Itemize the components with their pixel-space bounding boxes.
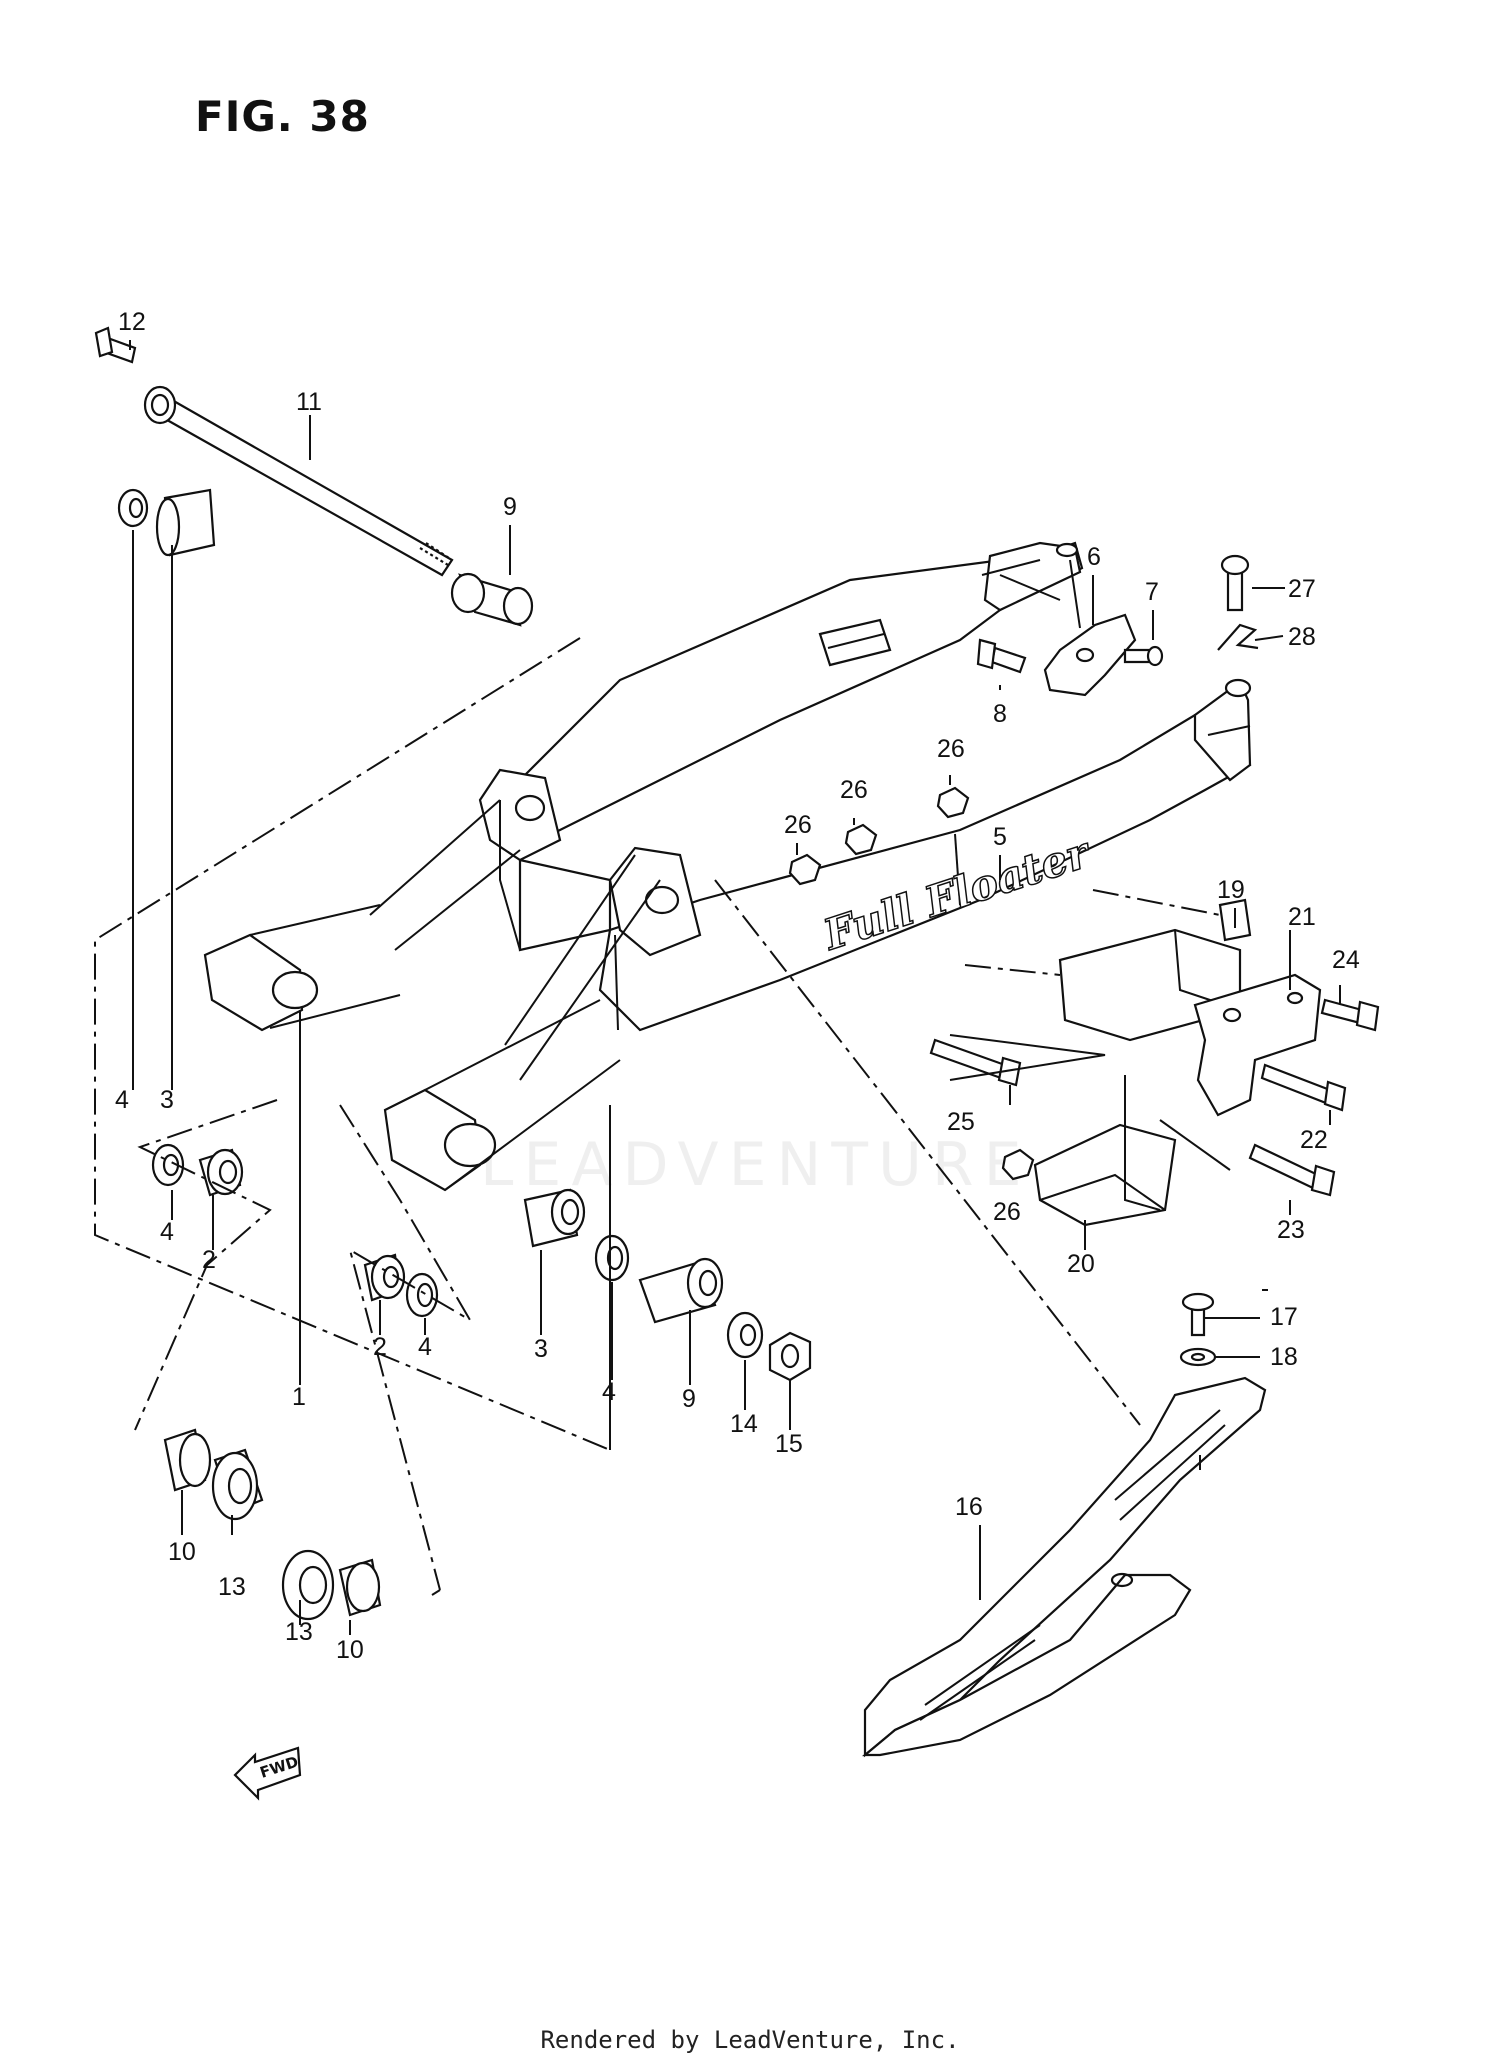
- bearing-3b: [523, 1188, 586, 1248]
- nut-26a: [788, 853, 822, 886]
- footer-credit: Rendered by LeadVenture, Inc.: [540, 2026, 960, 2054]
- callout-20: 20: [1067, 1250, 1095, 1278]
- callout-24: 24: [1332, 946, 1360, 974]
- callout-1: 1: [292, 1383, 306, 1411]
- callout-2b: 2: [373, 1333, 387, 1361]
- seal-13b: [281, 1549, 335, 1621]
- pin-27: [1220, 554, 1250, 612]
- bracket-19: [1058, 898, 1252, 1042]
- spacer-9-upper: [450, 572, 534, 627]
- callout-9-lower: 9: [682, 1385, 696, 1413]
- callout-10b: 10: [336, 1636, 364, 1664]
- plate-21: [1193, 973, 1322, 1117]
- bolt-24: [1320, 998, 1380, 1032]
- callout-13b: 13: [285, 1618, 313, 1646]
- washer-4c: [405, 1272, 439, 1318]
- callout-4a: 4: [115, 1086, 129, 1114]
- callout-7: 7: [1145, 578, 1159, 606]
- nut-15: [768, 1331, 812, 1382]
- callout-3b: 3: [534, 1335, 548, 1363]
- seal-13a: [211, 1448, 264, 1521]
- callout-9-upper: 9: [503, 493, 517, 521]
- bolt-12: [94, 326, 137, 364]
- washer-18: [1179, 1347, 1217, 1367]
- leader-lines: [129, 340, 1341, 1635]
- washer-4d: [594, 1234, 630, 1282]
- nut-26d: [1001, 1148, 1035, 1181]
- callout-15: 15: [775, 1430, 803, 1458]
- collar-10b: [338, 1558, 382, 1617]
- callout-4d: 4: [602, 1378, 616, 1406]
- clip-28: [1217, 623, 1259, 651]
- screw-7: [1123, 645, 1164, 667]
- watermark: LEADVENTURE: [480, 1130, 1032, 1200]
- callout-labels: 12 11 9 6 7 27 28 8 26 26 26 5 19 21 24 …: [115, 308, 1360, 1664]
- callout-2a: 2: [202, 1246, 216, 1274]
- bolt-8: [976, 638, 1027, 674]
- callout-28: 28: [1288, 623, 1316, 651]
- callout-23: 23: [1277, 1216, 1305, 1244]
- callout-22: 22: [1300, 1126, 1328, 1154]
- bearing-3a: [155, 488, 216, 557]
- bolt-23: [1248, 1143, 1336, 1197]
- collar-2a: [198, 1148, 244, 1197]
- callout-26a: 26: [784, 811, 812, 839]
- figure-title: FIG. 38: [195, 92, 370, 141]
- callout-8: 8: [993, 700, 1007, 728]
- callout-10a: 10: [168, 1538, 196, 1566]
- spacer-9-lower: [638, 1257, 724, 1324]
- washer-4b: [151, 1143, 185, 1187]
- callout-6: 6: [1087, 543, 1101, 571]
- callout-26c: 26: [937, 735, 965, 763]
- callout-27: 27: [1288, 575, 1316, 603]
- bolt-25: [929, 1038, 1022, 1087]
- callout-5: 5: [993, 823, 1007, 851]
- callout-14: 14: [730, 1410, 758, 1438]
- callout-25: 25: [947, 1108, 975, 1136]
- callout-13a: 13: [218, 1573, 246, 1601]
- chain-adjuster-6: [1043, 613, 1137, 697]
- collar-10a: [163, 1428, 212, 1492]
- fwd-arrow: FWD: [233, 1746, 302, 1801]
- chain-guide-16: [861, 1376, 1267, 1758]
- callout-21: 21: [1288, 903, 1316, 931]
- callout-26d: 26: [993, 1198, 1021, 1226]
- bolt-17: [1181, 1292, 1215, 1337]
- callout-3a: 3: [160, 1086, 174, 1114]
- callout-19: 19: [1217, 876, 1245, 904]
- callout-18: 18: [1270, 1343, 1298, 1371]
- callout-17: 17: [1270, 1303, 1298, 1331]
- bolt-22: [1260, 1063, 1347, 1112]
- callout-11: 11: [296, 388, 322, 416]
- callout-4b: 4: [160, 1218, 174, 1246]
- washer-4a: [117, 488, 149, 528]
- callout-4c: 4: [418, 1333, 432, 1361]
- nut-26b: [844, 823, 878, 856]
- nut-26c: [936, 786, 970, 819]
- callout-12: 12: [118, 308, 146, 336]
- washer-14: [726, 1311, 764, 1359]
- callout-26b: 26: [840, 776, 868, 804]
- assembly-lines: [94, 559, 1231, 1596]
- collar-2b: [363, 1253, 406, 1302]
- callout-16: 16: [955, 1493, 983, 1521]
- pivot-shaft: [143, 385, 454, 577]
- guide-20: [1033, 1123, 1177, 1227]
